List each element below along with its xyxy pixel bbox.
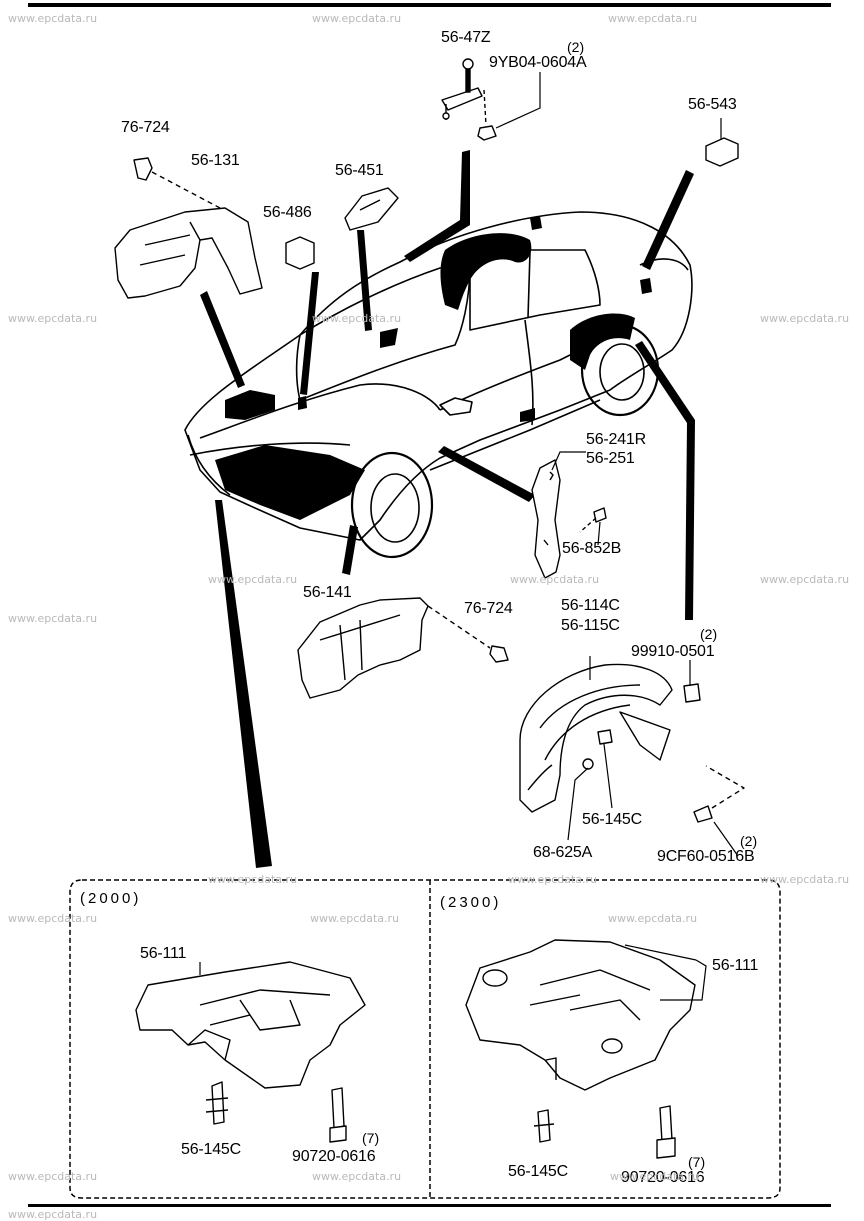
- label-76-724-lower[interactable]: 76-724: [464, 600, 513, 617]
- watermark: www.epcdata.ru: [508, 873, 598, 886]
- shield-56-141: [297, 597, 429, 699]
- watermark: www.epcdata.ru: [312, 1170, 402, 1183]
- seal-56-241R: [531, 459, 561, 579]
- label-56-145C-2000[interactable]: 56-145C: [181, 1141, 241, 1158]
- top-border: [28, 3, 831, 7]
- watermark: www.epcdata.ru: [8, 1170, 98, 1183]
- label-90720-0616-2300[interactable]: 90720-0616: [621, 1169, 705, 1186]
- part-sketches: [114, 58, 745, 823]
- label-9YB04-0604A[interactable]: 9YB04-0604A: [489, 54, 587, 71]
- shield-56-131: [114, 207, 263, 299]
- block-56-486: [285, 236, 315, 270]
- qty-90720-0616-2300: (7): [688, 1154, 706, 1170]
- variant-label-2300: (2300): [440, 894, 502, 911]
- watermark: www.epcdata.ru: [8, 612, 98, 625]
- label-56-115C[interactable]: 56-115C: [561, 617, 620, 634]
- bracket-56-47Z: [441, 87, 483, 111]
- bottom-border: [28, 1204, 831, 1207]
- variant-frame: [69, 879, 781, 1199]
- watermark: www.epcdata.ru: [510, 573, 600, 586]
- watermark: www.epcdata.ru: [8, 12, 98, 25]
- label-56-47Z[interactable]: 56-47Z: [441, 29, 491, 46]
- car-highlights: [215, 216, 652, 520]
- label-56-111-2000[interactable]: 56-111: [140, 945, 187, 962]
- qty-9YB04-0604A: (2): [567, 39, 585, 55]
- label-56-111-2300[interactable]: 56-111: [712, 957, 759, 974]
- label-56-543[interactable]: 56-543: [688, 96, 737, 113]
- watermark: www.epcdata.ru: [8, 1208, 98, 1221]
- label-90720-0616-2000[interactable]: 90720-0616: [292, 1148, 376, 1165]
- watermark: www.epcdata.ru: [8, 312, 98, 325]
- watermark: www.epcdata.ru: [208, 573, 298, 586]
- qty-9CF60-0516B: (2): [740, 833, 758, 849]
- label-76-724-upper[interactable]: 76-724: [121, 119, 170, 136]
- label-56-251[interactable]: 56-251: [586, 450, 635, 467]
- label-56-145C-2300[interactable]: 56-145C: [508, 1163, 568, 1180]
- label-56-852B[interactable]: 56-852B: [562, 540, 622, 557]
- undercover-2300: [465, 939, 696, 1159]
- callout-lines: [199, 72, 739, 1001]
- leader-bands: [200, 150, 695, 868]
- undercover-2000: [135, 961, 366, 1143]
- watermark: www.epcdata.ru: [312, 312, 402, 325]
- watermark: www.epcdata.ru: [760, 873, 850, 886]
- watermark: www.epcdata.ru: [608, 12, 698, 25]
- watermark: www.epcdata.ru: [608, 912, 698, 925]
- label-56-451[interactable]: 56-451: [335, 162, 384, 179]
- label-56-145C[interactable]: 56-145C: [582, 811, 642, 828]
- label-56-486[interactable]: 56-486: [263, 204, 312, 221]
- watermark: www.epcdata.ru: [760, 573, 850, 586]
- qty-90720-0616-2000: (7): [362, 1130, 380, 1146]
- block-56-543: [705, 137, 739, 167]
- watermark: www.epcdata.ru: [760, 312, 850, 325]
- label-99910-0501[interactable]: 99910-0501: [631, 643, 715, 660]
- pad-56-451: [344, 187, 399, 231]
- watermark: www.epcdata.ru: [8, 912, 98, 925]
- label-56-141[interactable]: 56-141: [303, 584, 352, 601]
- variant-label-2000: (2000): [80, 890, 142, 907]
- label-9CF60-0516B[interactable]: 9CF60-0516B: [657, 848, 755, 865]
- liner-56-114C: [519, 663, 673, 813]
- watermark: www.epcdata.ru: [310, 912, 400, 925]
- clip-76-724: [133, 157, 153, 181]
- variant-box: [69, 879, 781, 1199]
- label-56-131[interactable]: 56-131: [191, 152, 240, 169]
- label-56-241R[interactable]: 56-241R: [586, 431, 646, 448]
- watermark: www.epcdata.ru: [312, 12, 402, 25]
- qty-99910-0501: (2): [700, 626, 718, 642]
- label-68-625A[interactable]: 68-625A: [533, 844, 593, 861]
- watermark: www.epcdata.ru: [208, 873, 298, 886]
- watermark: www.epcdata.ru: [610, 1170, 700, 1183]
- label-56-114C[interactable]: 56-114C: [561, 597, 620, 614]
